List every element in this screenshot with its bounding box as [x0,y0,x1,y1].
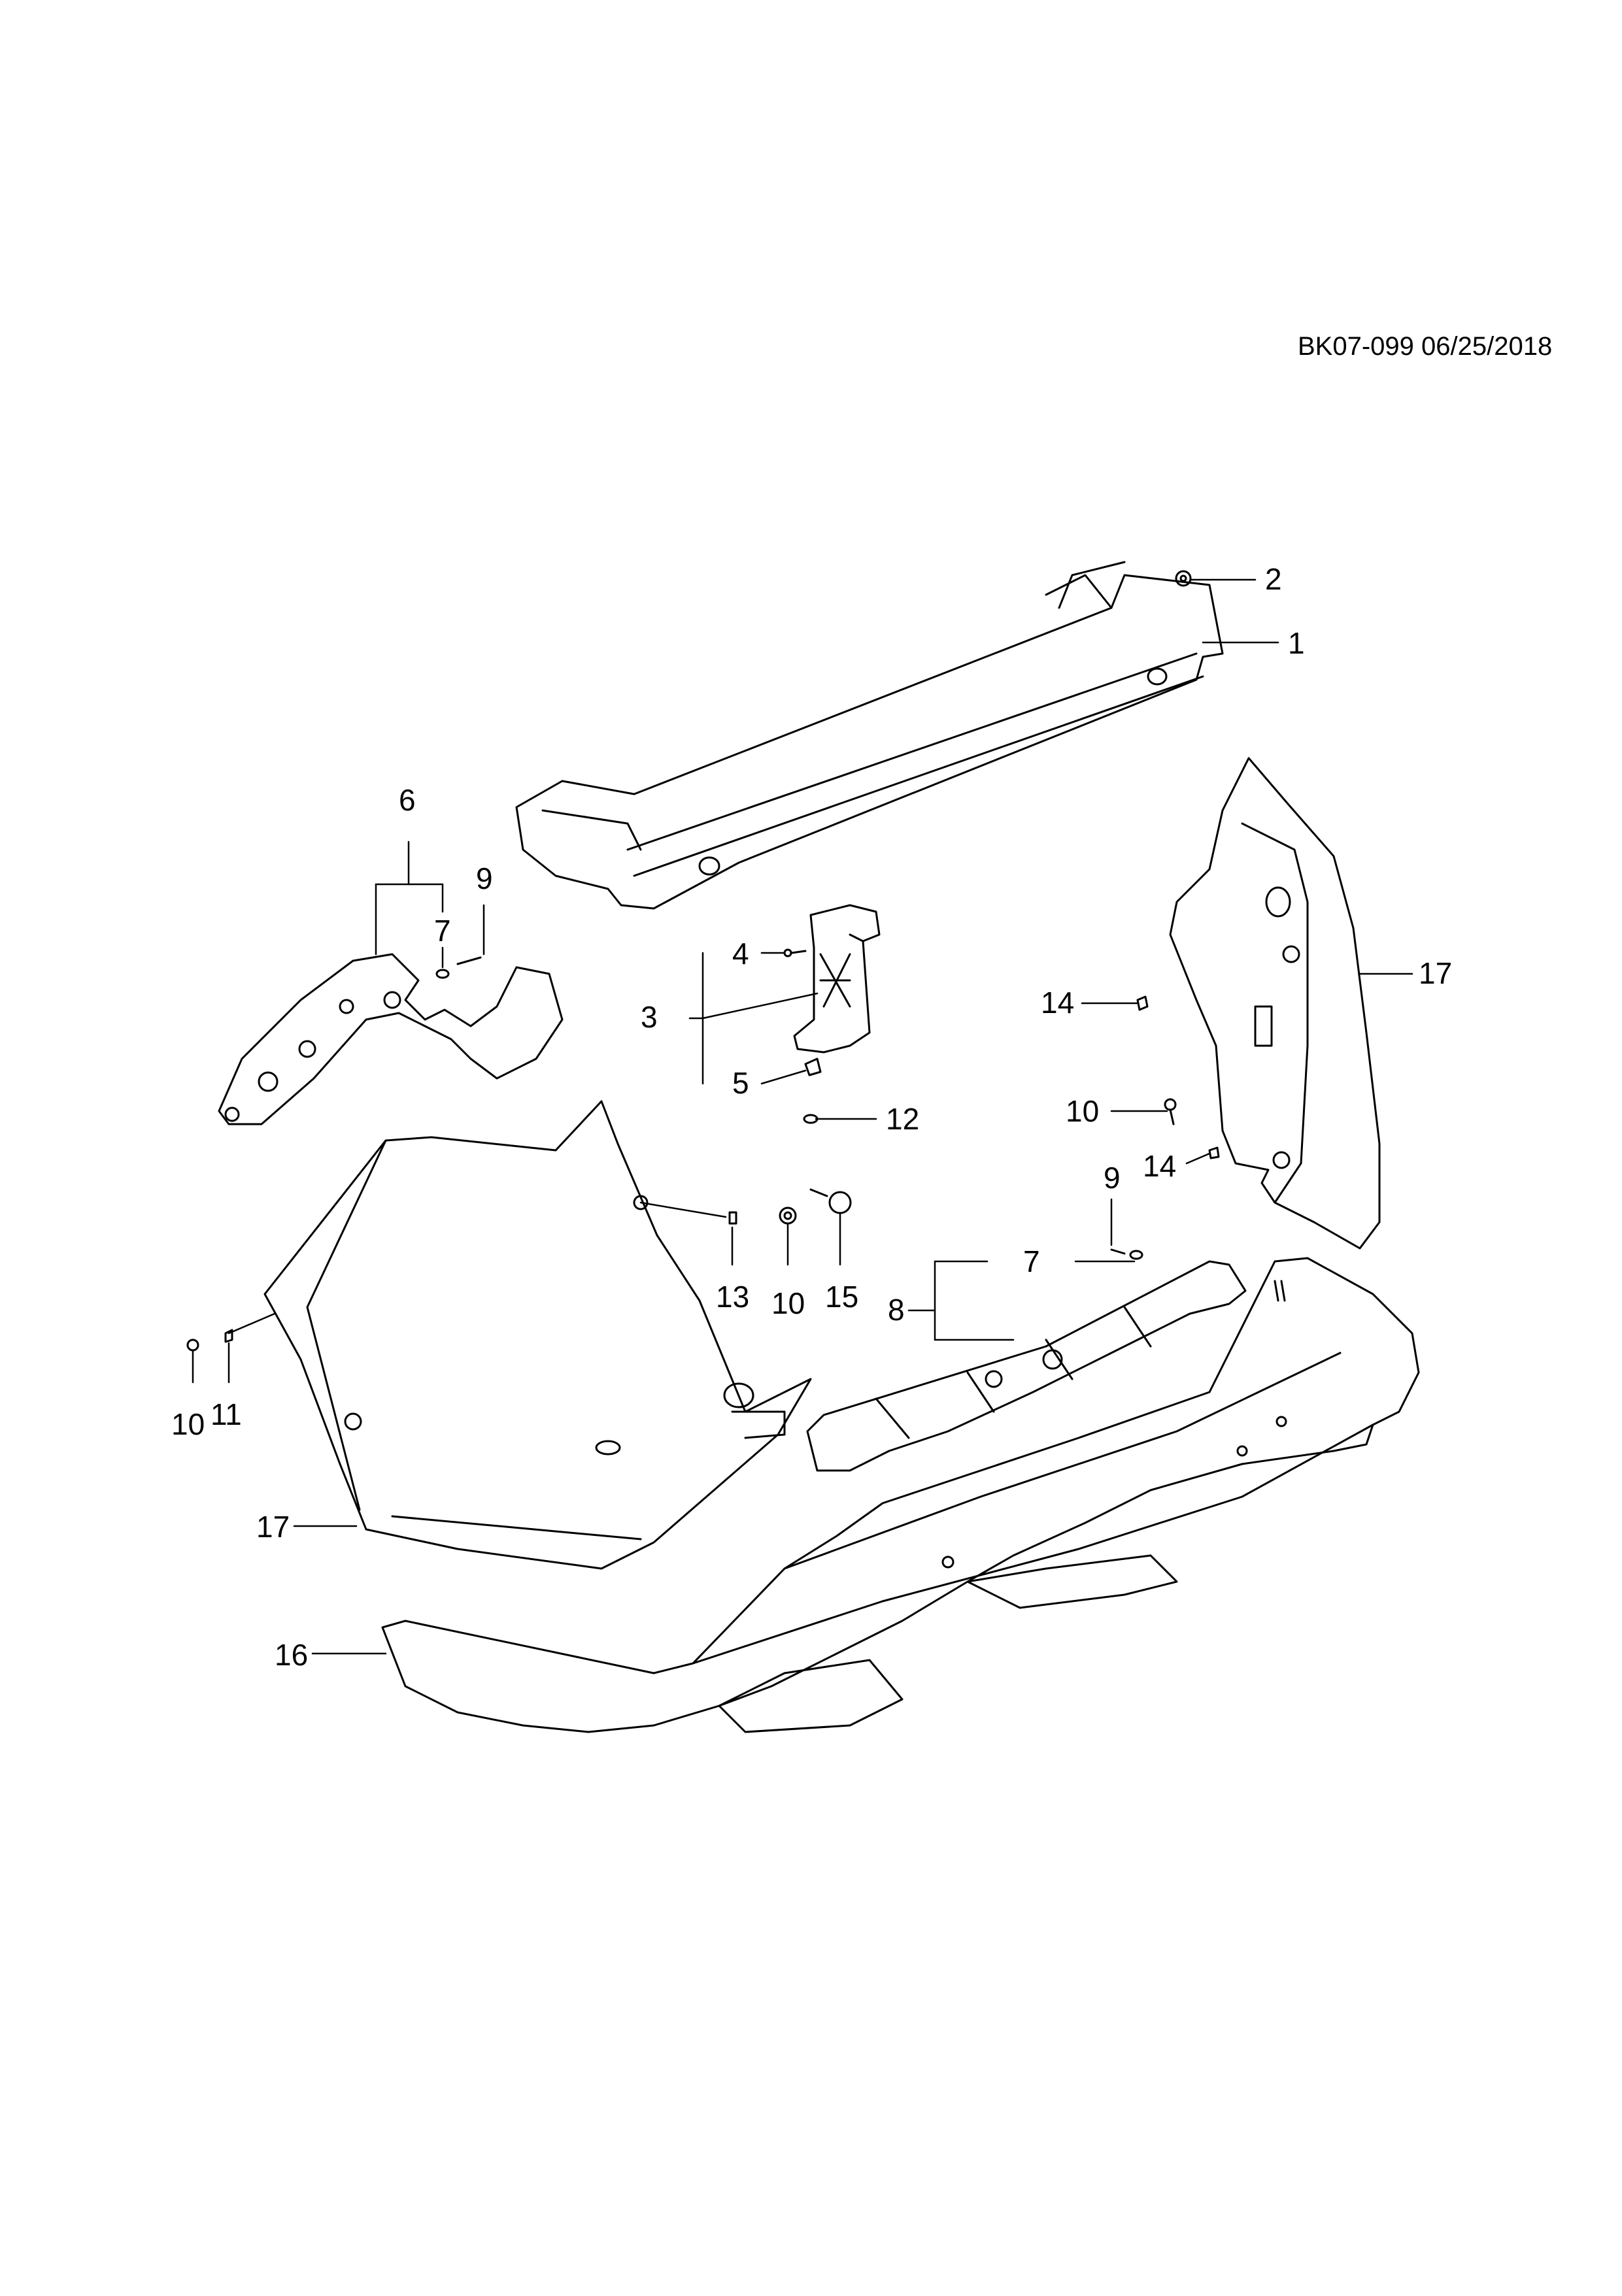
callout-10-right: 10 [1066,1094,1099,1128]
callout-8: 8 [888,1293,905,1327]
part-17-fascia-side-left [263,1100,812,1570]
callout-9-left: 9 [476,861,493,895]
document-reference: BK07-099 06/25/2018 [1298,332,1553,361]
callout-17-right: 17 [1419,956,1452,990]
part-10-screw-right [1164,1098,1177,1125]
part-14-clip-upper-right [1136,995,1149,1011]
callout-labels: 1 2 3 4 5 6 7 9 12 14 17 10 14 9 7 8 13 … [171,562,1452,1672]
part-7-grommet-left [435,969,450,979]
part-9-screw-left [456,956,482,965]
callout-9-right: 9 [1104,1161,1121,1195]
callout-7-left: 7 [434,914,451,948]
callout-10-left: 10 [171,1407,205,1441]
callout-13: 13 [716,1280,749,1314]
part-16-bumper-fascia [381,1257,1420,1733]
part-7-grommet-right [1129,1250,1143,1260]
callout-7-right: 7 [1023,1244,1040,1278]
part-8-guide-bracket [806,1260,1247,1472]
leader-lines [192,578,1413,1655]
part-10-nut-center [779,1206,797,1225]
part-14-clip-lower-right [1208,1146,1220,1159]
part-5-clip [804,1057,822,1076]
part-3-bracket [793,904,881,1054]
part-10-screw-left [186,1339,199,1352]
part-1-reinforcement-beam [515,561,1224,910]
callout-4: 4 [732,937,749,971]
part-15-cap [809,1188,852,1214]
callout-1: 1 [1288,626,1305,660]
part-17-fascia-side-right [1169,757,1381,1250]
part-4-screw [783,948,807,957]
part-13-clip [728,1211,737,1225]
callout-16: 16 [275,1638,308,1672]
callout-6: 6 [399,783,416,817]
part-11-clip-left [224,1329,233,1343]
callout-14-upper: 14 [1041,986,1074,1020]
callout-15: 15 [825,1280,858,1314]
part-2-nut [1175,570,1192,587]
callout-10-center: 10 [771,1286,805,1320]
callout-12: 12 [886,1102,919,1136]
callout-3: 3 [641,1000,658,1034]
callout-2: 2 [1265,562,1282,596]
callout-14-lower: 14 [1143,1149,1176,1183]
callout-5: 5 [732,1066,749,1100]
callout-11: 11 [211,1397,242,1431]
part-6-side-bracket-left [218,953,564,1125]
part-9-screw-right [1110,1248,1126,1255]
callout-17-left: 17 [256,1510,290,1544]
